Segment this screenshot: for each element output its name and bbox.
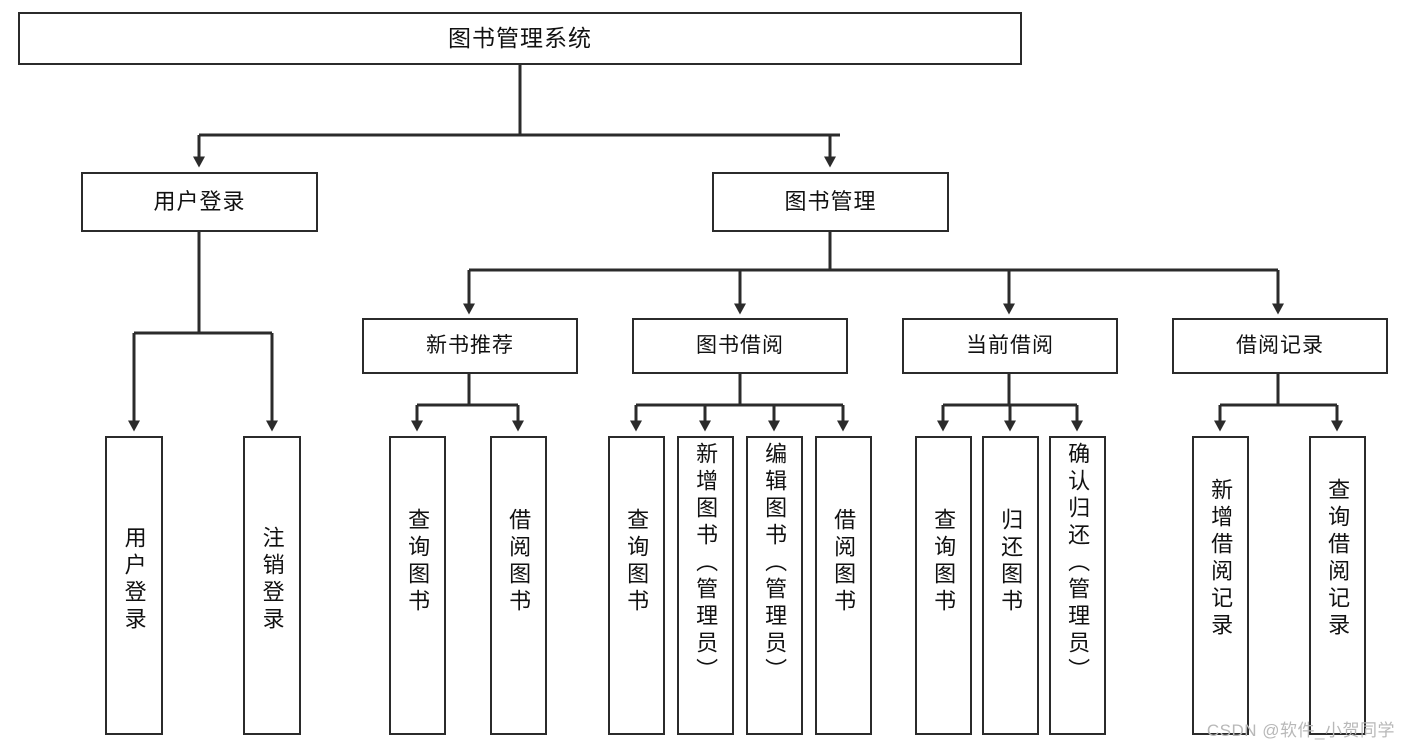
node-label: 当前借阅 [966,333,1054,357]
node-label: 用户登录 [153,189,246,215]
watermark-text: CSDN @软件_小贺同学 [1206,721,1395,740]
leaf-borrow-record-add[interactable]: 新增借阅记录 [1192,436,1249,735]
leaf-current-borrow-confirm[interactable]: 确认归还（管理员） [1049,436,1106,735]
node-label: 查询图书 [624,508,650,616]
node-label: 图书管理 [784,189,877,215]
node-label: 确认归还（管理员） [1065,442,1091,685]
leaf-book-borrow-add[interactable]: 新增图书（管理员） [677,436,734,735]
node-label: 新增借阅记录 [1208,478,1234,640]
node-label: 查询借阅记录 [1325,478,1351,640]
node-label: 注销登录 [259,526,285,634]
leaf-user-login-signout[interactable]: 注销登录 [243,436,301,735]
node-new-book-recommend[interactable]: 新书推荐 [362,318,578,374]
leaf-book-borrow-lend[interactable]: 借阅图书 [815,436,872,735]
node-label: 查询图书 [405,508,431,616]
node-root-system[interactable]: 图书管理系统 [18,12,1022,65]
leaf-book-borrow-query[interactable]: 查询图书 [608,436,665,735]
node-borrow-record[interactable]: 借阅记录 [1172,318,1388,374]
node-label: 借阅图书 [506,508,532,616]
node-label: 新书推荐 [426,333,514,357]
leaf-current-borrow-return[interactable]: 归还图书 [982,436,1039,735]
node-label: 查询图书 [931,508,957,616]
node-user-login[interactable]: 用户登录 [81,172,318,232]
leaf-new-book-query[interactable]: 查询图书 [389,436,446,735]
node-label: 图书借阅 [696,333,784,357]
leaf-user-login-signin[interactable]: 用户登录 [105,436,163,735]
node-label: 用户登录 [121,526,147,634]
node-book-borrow[interactable]: 图书借阅 [632,318,848,374]
node-label: 编辑图书（管理员） [762,442,788,685]
leaf-new-book-borrow[interactable]: 借阅图书 [490,436,547,735]
node-label: 借阅记录 [1236,333,1324,357]
leaf-borrow-record-query[interactable]: 查询借阅记录 [1309,436,1366,735]
leaf-book-borrow-edit[interactable]: 编辑图书（管理员） [746,436,803,735]
node-current-borrow[interactable]: 当前借阅 [902,318,1118,374]
leaf-current-borrow-query[interactable]: 查询图书 [915,436,972,735]
node-label: 图书管理系统 [448,25,592,52]
node-label: 新增图书（管理员） [693,442,719,685]
node-label: 借阅图书 [831,508,857,616]
node-book-management[interactable]: 图书管理 [712,172,949,232]
node-label: 归还图书 [998,508,1024,616]
